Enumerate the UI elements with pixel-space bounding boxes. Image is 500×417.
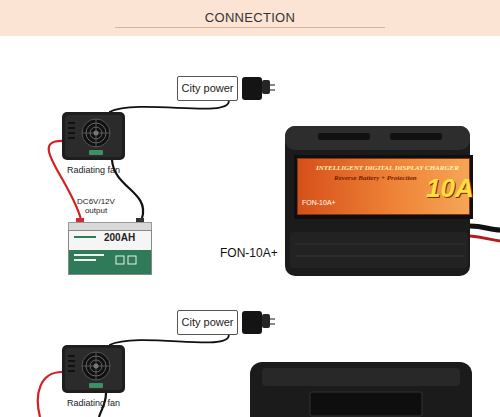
- charger-unit: [68, 127, 75, 129]
- battery: [74, 236, 96, 238]
- charger-photo-bottom: [262, 368, 460, 386]
- charger-unit: [68, 365, 75, 367]
- charger-unit: [68, 360, 75, 362]
- mains-plug: [242, 311, 262, 334]
- part-caption: Radiating fan: [54, 398, 133, 408]
- mains-plug: [242, 77, 275, 100]
- battery: [128, 256, 136, 264]
- battery: 200AH: [68, 218, 152, 275]
- mains-plug: [270, 323, 275, 325]
- charger-photo-top: [285, 126, 470, 150]
- charger-photo-bottom: [250, 362, 472, 417]
- battery: [69, 223, 152, 231]
- charger-photo-top: [318, 133, 370, 140]
- part-drawing: [68, 218, 152, 275]
- power-cord: [109, 101, 229, 112]
- charger-photo-bottom: [250, 362, 472, 417]
- power-cord: [109, 101, 229, 112]
- charger-photo-top: [294, 155, 473, 219]
- charger-unit: [89, 150, 103, 155]
- charger-unit: [68, 137, 75, 139]
- power-source-box: City power: [177, 76, 238, 101]
- output-wires-bottom: [38, 372, 62, 417]
- mains-plug: [262, 80, 270, 94]
- charger-photo-top: [390, 133, 442, 140]
- capacity-label: 200AH: [104, 232, 135, 243]
- mains-plug: [262, 314, 270, 328]
- part-drawing: [62, 345, 125, 393]
- charger-unit: [62, 112, 125, 160]
- charger-unit: Radiating fan: [62, 112, 125, 160]
- mains-plug: [270, 84, 275, 86]
- charger-face-label: INTELLIGENT DIGITAL DISPLAY CHARGER Rever…: [297, 158, 470, 215]
- model-number: FON-10A+: [302, 199, 336, 206]
- charger-unit: [68, 132, 75, 134]
- charger-unit: [62, 345, 125, 393]
- part-caption: Radiating fan: [54, 165, 133, 175]
- charger-photo-top: [285, 126, 500, 276]
- header-rule: [115, 27, 385, 28]
- charger-photo-top: [295, 244, 465, 245]
- charger-photo-top: [470, 226, 500, 230]
- battery: [69, 231, 152, 275]
- power-cord: [109, 335, 229, 345]
- battery: [74, 259, 96, 261]
- charger-unit: [94, 131, 99, 136]
- charger-unit: [89, 383, 103, 388]
- output-label: DC6V/12V output: [70, 197, 122, 215]
- header-rule: [115, 27, 385, 28]
- charger-unit: [65, 348, 122, 390]
- battery: [116, 256, 124, 264]
- mains-plug: [270, 89, 275, 91]
- page-title: CONNECTION: [0, 10, 500, 25]
- charger-photo-bottom: [310, 392, 422, 416]
- charger-photo-top: [290, 232, 468, 268]
- charger-unit: [68, 370, 75, 372]
- mains-plug: [242, 77, 262, 100]
- power-source-box: City power: [177, 310, 238, 335]
- battery: [69, 250, 151, 274]
- feature-note: Reverse Battery + Protection: [334, 174, 417, 182]
- current-rating: 10A: [426, 173, 474, 204]
- charger-unit: [68, 122, 75, 124]
- charger-unit: [82, 119, 110, 147]
- mains-plug: [270, 318, 275, 320]
- part-drawing: [62, 112, 125, 160]
- charger-unit: [94, 364, 99, 369]
- power-cord: [109, 335, 229, 345]
- charger-unit: [82, 352, 110, 380]
- mains-plug: [242, 311, 275, 334]
- power-label: City power: [178, 311, 237, 334]
- model-label: FON-10A+: [220, 246, 278, 260]
- charger-unit: [68, 355, 75, 357]
- charger-photo-top: [470, 236, 500, 241]
- battery: [74, 254, 104, 256]
- charger-unit: [65, 115, 122, 157]
- charger-photo-top: [295, 256, 465, 257]
- charger-unit: Radiating fan: [62, 345, 125, 393]
- power-label: City power: [178, 77, 237, 100]
- product-name: INTELLIGENT DIGITAL DISPLAY CHARGER: [316, 164, 459, 172]
